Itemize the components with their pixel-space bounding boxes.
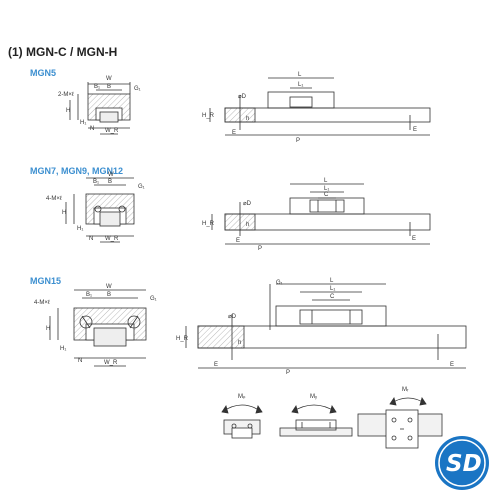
label-e2: E: [413, 127, 417, 133]
label-g1: G₁: [138, 184, 145, 190]
mgn5-side-labels: L L₁ ⌀D H_R h E P E: [202, 72, 417, 144]
label-n: N: [90, 126, 94, 132]
label-h-small: h: [238, 340, 241, 346]
label-p: P: [296, 138, 300, 144]
mgn15-front-labels: W B₁ B G₁ 4-M×ℓ H H₁ N W_R: [34, 284, 157, 366]
section-title-mgn15: MGN15: [30, 276, 62, 286]
label-g1: G₁: [134, 86, 141, 92]
label-b: B: [108, 179, 112, 185]
label-c: C: [330, 294, 335, 300]
label-p: P: [286, 370, 290, 376]
label-e2: E: [450, 362, 454, 368]
label-l: L: [330, 278, 334, 284]
label-e: E: [232, 130, 236, 136]
label-h: H: [66, 108, 70, 114]
label-w: W: [106, 284, 112, 290]
label-wr: W_R: [104, 360, 118, 366]
label-g: G₁: [276, 280, 283, 286]
label-h1: H₁: [60, 346, 66, 352]
label-d: ⌀D: [238, 94, 247, 100]
label-d: ⌀D: [243, 201, 252, 207]
label-b: B: [107, 84, 111, 90]
label-wr: W_R: [105, 236, 119, 242]
logo-text: SD: [446, 451, 482, 477]
label-b1: B₁: [86, 292, 92, 298]
label-p: P: [258, 246, 262, 252]
mgn5-front-labels: W B₁ B G₁ 2-M×ℓ H H₁ N W_R: [58, 76, 141, 134]
mgn15-side-labels: L L₁ C G₁ ⌀D H_R h E P E: [176, 278, 454, 376]
sd-logo: SD: [435, 436, 489, 490]
moment-diagram-my: [279, 404, 353, 437]
label-h: H: [62, 210, 66, 216]
page-title: (1) MGN-C / MGN-H: [8, 45, 118, 59]
label-hr: H_R: [202, 113, 215, 119]
label-b1: B₁: [93, 179, 99, 185]
label-b1: B₁: [94, 84, 100, 90]
mgn7-side-labels: L L₁ C ⌀D H_R h E P E: [202, 178, 416, 252]
label-b: B: [107, 292, 111, 298]
label-h1: H₁: [77, 226, 83, 232]
label-hr: H_R: [176, 336, 189, 342]
label-wr: W_R: [105, 128, 119, 134]
label-hr: H_R: [202, 221, 215, 227]
label-4mxl: 4-M×ℓ: [46, 195, 62, 202]
label-l1: L₁: [298, 82, 303, 88]
label-l: L: [298, 72, 302, 78]
mgn15-side-view: [185, 283, 467, 369]
label-w: W: [108, 172, 114, 178]
label-l1: L₁: [330, 286, 335, 292]
section-title-mgn7-9-12: MGN7, MGN9, MGN12: [30, 166, 124, 176]
label-l: L: [324, 178, 328, 184]
label-n: N: [78, 358, 82, 364]
moment-labels: Mₚ Mᵧ Mᵣ: [238, 387, 409, 400]
label-mp: Mₚ: [238, 394, 246, 400]
label-2mxl: 2-M×ℓ: [58, 91, 74, 98]
section-title-mgn5: MGN5: [30, 68, 57, 78]
moment-diagram-mr: [357, 397, 443, 449]
label-mr: Mᵣ: [402, 387, 409, 393]
label-l1: L₁: [324, 186, 329, 192]
mgn7-front-view: [65, 177, 135, 243]
mgn15-front-view: [49, 289, 147, 367]
label-h-small: h: [246, 222, 249, 228]
label-e: E: [236, 238, 240, 244]
label-g1: G₁: [150, 296, 157, 302]
label-w: W: [106, 76, 112, 82]
label-n: N: [89, 236, 93, 242]
label-e: E: [214, 362, 218, 368]
mgn5-side-view: [209, 77, 431, 136]
mgn7-front-labels: W B₁ B G₁ 4-M×ℓ H H₁ N W_R: [46, 172, 145, 242]
moment-diagram-mp: [221, 404, 263, 439]
label-c: C: [324, 192, 329, 198]
mgn5-front-view: [69, 82, 131, 135]
mgn7-side-view: [211, 183, 431, 245]
label-e2: E: [412, 236, 416, 242]
label-h-small: h: [246, 116, 249, 122]
label-h1: H₁: [80, 120, 86, 126]
label-my: Mᵧ: [310, 394, 317, 400]
label-4mxl: 4-M×ℓ: [34, 299, 50, 306]
label-h: H: [46, 326, 50, 332]
label-d: ⌀D: [228, 314, 237, 320]
